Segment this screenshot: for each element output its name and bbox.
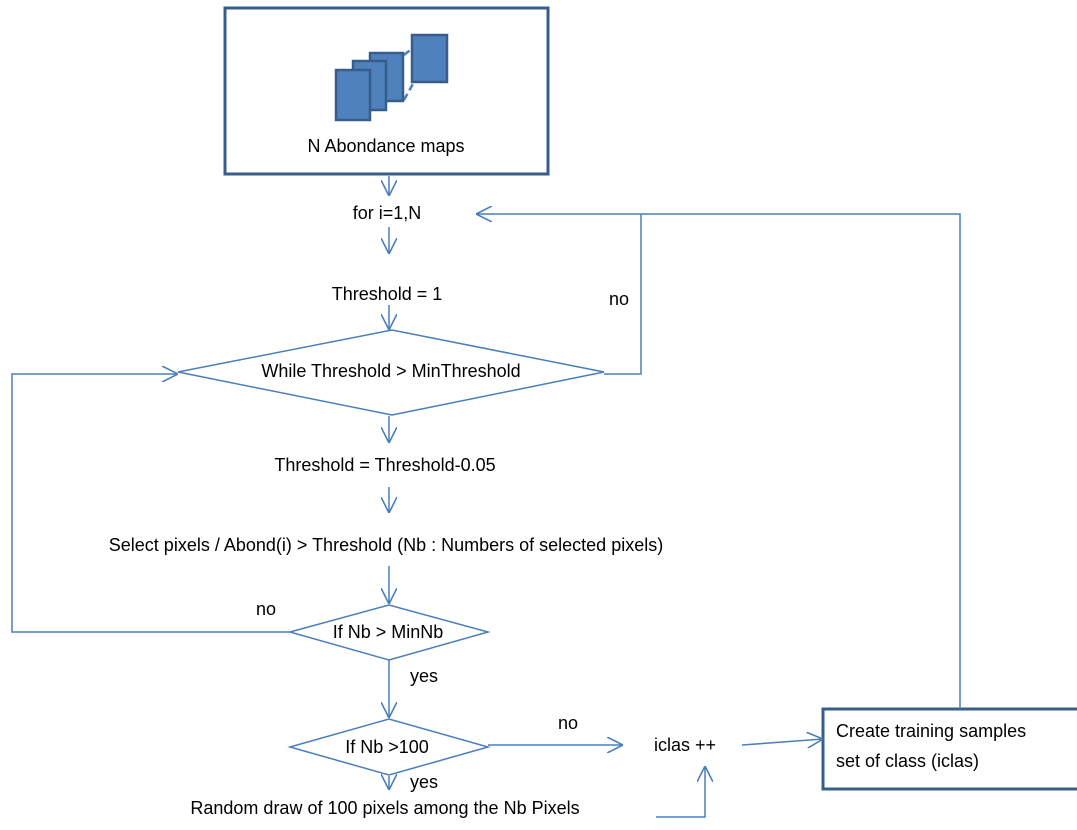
decrement-label: Threshold = Threshold-0.05 — [274, 455, 496, 475]
init-label: Threshold = 1 — [331, 284, 443, 304]
min-no-label: no — [256, 599, 277, 619]
hundred-yes-label: yes — [410, 772, 439, 792]
while-label: While Threshold > MinThreshold — [261, 361, 521, 381]
loop-label: for i=1,N — [352, 203, 422, 223]
check-100-label: If Nb >100 — [345, 737, 429, 757]
stacked-maps-icon — [334, 33, 449, 122]
check-min-label: If Nb > MinNb — [332, 622, 444, 642]
arrow-minnb-no-while — [11, 374, 290, 633]
create-box — [821, 707, 1077, 791]
while-no-label: no — [609, 289, 630, 309]
create-label-line1: Create training samples — [836, 721, 1027, 741]
hundred-no-label: no — [558, 713, 579, 733]
while-decision — [177, 329, 605, 416]
draw-label: Random draw of 100 pixels among the Nb P… — [190, 798, 580, 818]
connectors — [11, 176, 961, 818]
arrow-draw-iclas — [656, 766, 705, 818]
arrow-iclas-create — [741, 739, 823, 745]
increment-label: iclas ++ — [653, 735, 717, 755]
min-yes-label: yes — [410, 666, 439, 686]
min-nb-decision — [287, 604, 491, 661]
input-label: N Abondance maps — [307, 136, 465, 156]
create-label-line2: set of class (iclas) — [836, 751, 980, 771]
arrow-while-no-loop — [476, 214, 642, 375]
arrow-create-loop — [641, 213, 961, 709]
select-label: Select pixels / Abond(i) > Threshold (Nb… — [108, 535, 664, 555]
hundred-decision — [287, 718, 491, 776]
